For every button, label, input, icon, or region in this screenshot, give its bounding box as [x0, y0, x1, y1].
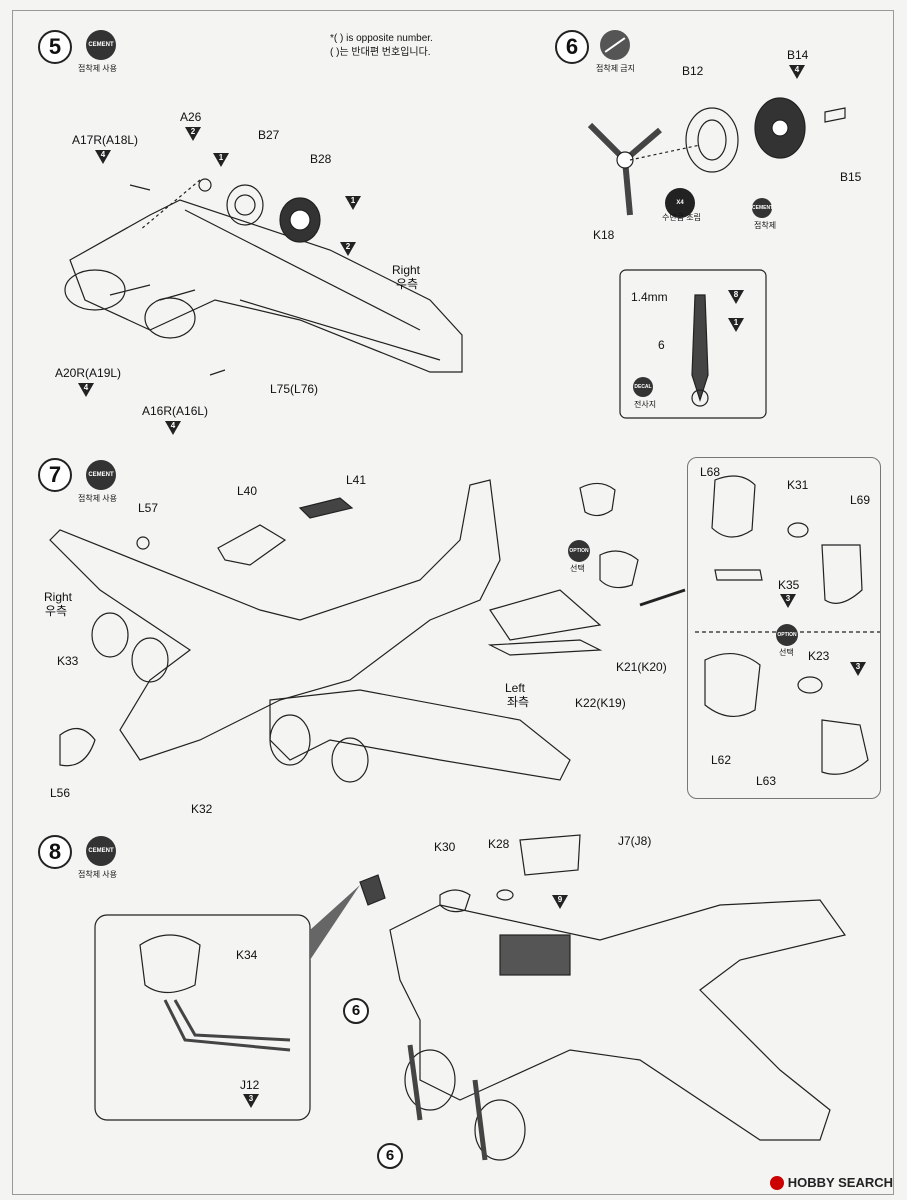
left-wing-label: Left: [505, 681, 526, 695]
decal-6-label: 6: [658, 338, 665, 352]
watermark: HOBBY SEARCH: [769, 1175, 893, 1190]
opposite-number-note-ko: ( )는 반대편 번호입니다.: [330, 47, 431, 58]
cement-caption: 접착제 사용: [78, 494, 118, 503]
sprue-triangle: 4: [165, 421, 181, 435]
part-l75-label: L75(L76): [270, 382, 319, 396]
option-icon: OPTION: [568, 540, 590, 562]
cement-icon: CEMENT: [752, 198, 773, 218]
decal-icon: DECAL: [633, 377, 653, 397]
cement-caption: 접착제 사용: [78, 64, 118, 73]
cement-caption: 접착제 사용: [78, 870, 118, 879]
part-l57-label: L57: [138, 501, 159, 515]
part-k18-label: K18: [593, 228, 615, 242]
part-l62-label: L62: [711, 753, 732, 767]
sprue-triangle: 4: [78, 383, 94, 397]
part-a20r-label: A20R(A19L): [55, 366, 122, 380]
sprue-triangle: 1: [345, 196, 361, 210]
sprue-triangle: 8: [728, 290, 744, 304]
opposite-number-note: *( ) is opposite number.: [330, 33, 433, 44]
part-k32-label: K32: [191, 802, 213, 816]
part-l40-label: L40: [237, 484, 258, 498]
part-a16r-label: A16R(A16L): [142, 404, 209, 418]
step-number-8: 8: [38, 835, 72, 869]
part-a26-label: A26: [180, 110, 202, 124]
part-b28-label: B28: [310, 152, 332, 166]
step6-propeller-art: [587, 97, 846, 419]
part-k21-label: K21(K20): [616, 660, 667, 674]
option-caption: 선택: [570, 564, 585, 573]
step-number-6: 6: [555, 30, 589, 64]
cement-icon: CEMENT: [86, 460, 116, 490]
option-caption: 선택: [779, 648, 794, 657]
dimension-label: 1.4mm: [631, 290, 668, 304]
part-j7-label: J7(J8): [618, 834, 652, 848]
part-l56-label: L56: [50, 786, 71, 800]
cement-icon: CEMENT: [86, 30, 116, 60]
right-wing-label: Right: [392, 263, 421, 277]
part-k35-label: K35: [778, 578, 800, 592]
hobbysearch-logo-icon: [769, 1175, 784, 1190]
left-wing-label-ko: 좌측: [507, 695, 530, 709]
step6-ref-upper: 6: [343, 998, 369, 1024]
sprue-triangle: 1: [728, 318, 744, 332]
x4-caption: 수만큼 조립: [662, 213, 702, 222]
sprue-triangle: 2: [185, 127, 201, 141]
cement-caption: 접착제: [754, 221, 777, 230]
no-cement-caption: 접착제 금지: [596, 64, 636, 73]
no-cement-icon: [600, 30, 630, 60]
part-k30-label: K30: [434, 840, 456, 854]
part-l41-label: L41: [346, 473, 367, 487]
part-b12-label: B12: [682, 64, 704, 78]
right-wing-label-ko: 우측: [45, 604, 68, 618]
part-l68-label: L68: [700, 465, 721, 479]
step7-aircraft-art: [49, 479, 686, 783]
sprue-triangle: 3: [243, 1094, 259, 1108]
right-wing-label: Right: [44, 590, 73, 604]
step5-wing-art: [64, 178, 463, 376]
sprue-triangle: 4: [789, 65, 805, 79]
part-b15-label: B15: [840, 170, 862, 184]
sprue-triangle: 2: [340, 242, 356, 256]
part-a17r-label: A17R(A18L): [72, 133, 139, 147]
option-icon: OPTION: [776, 624, 798, 646]
part-l69-label: L69: [850, 493, 871, 507]
sprue-triangle: 4: [95, 150, 111, 164]
part-k22-label: K22(K19): [575, 696, 626, 710]
part-k23-label: K23: [808, 649, 830, 663]
cement-icon: CEMENT: [86, 836, 116, 866]
x4-icon: X4: [665, 188, 695, 218]
step-number-5: 5: [38, 30, 72, 64]
part-l63-label: L63: [756, 774, 777, 788]
step-number-7: 7: [38, 458, 72, 492]
step6-ref-lower: 6: [377, 1143, 403, 1169]
decal-caption: 전사지: [634, 400, 657, 409]
part-k33-label: K33: [57, 654, 79, 668]
sprue-triangle: 9: [552, 895, 568, 909]
part-k31-label: K31: [787, 478, 809, 492]
sprue-triangle: 3: [850, 662, 866, 676]
part-j12-label: J12: [240, 1078, 260, 1092]
page-frame: [12, 10, 894, 1195]
part-k28-label: K28: [488, 837, 510, 851]
sprue-triangle: 3: [780, 594, 796, 608]
part-k34-label: K34: [236, 948, 258, 962]
part-b14-label: B14: [787, 48, 809, 62]
part-b27-label: B27: [258, 128, 280, 142]
sprue-triangle: 1: [213, 153, 229, 167]
right-wing-label-ko: 우측: [396, 277, 419, 291]
step8-aircraft-art: [94, 834, 847, 1161]
